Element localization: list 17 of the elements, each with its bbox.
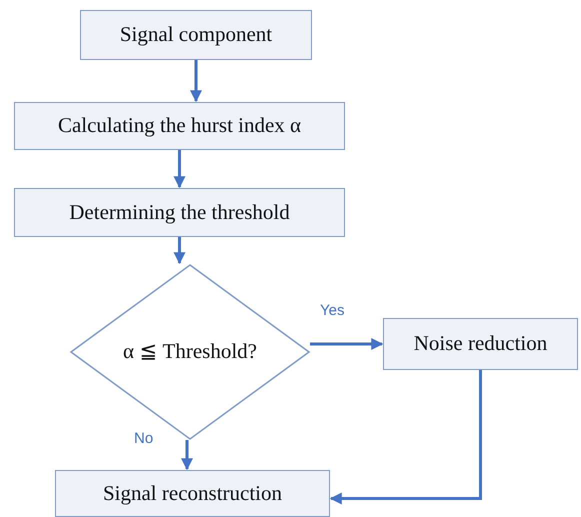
node-label: Noise reduction (414, 330, 548, 358)
node-label: Determining the threshold (69, 198, 290, 226)
arrow (174, 237, 186, 264)
arrow (181, 440, 193, 470)
process-box (80, 10, 312, 60)
arrow (190, 60, 202, 102)
arrow (310, 338, 384, 350)
node-label: α ≦ Threshold? (123, 338, 257, 366)
arrow (330, 370, 482, 504)
process-box (383, 318, 578, 370)
node-label: Signal reconstruction (102, 480, 282, 507)
node-label: Signal component (120, 21, 272, 48)
process-box (14, 102, 345, 150)
node-label: Calculating the hurst index α (58, 112, 302, 140)
process-box (55, 470, 330, 517)
process-box (14, 188, 345, 237)
arrow (174, 150, 186, 188)
